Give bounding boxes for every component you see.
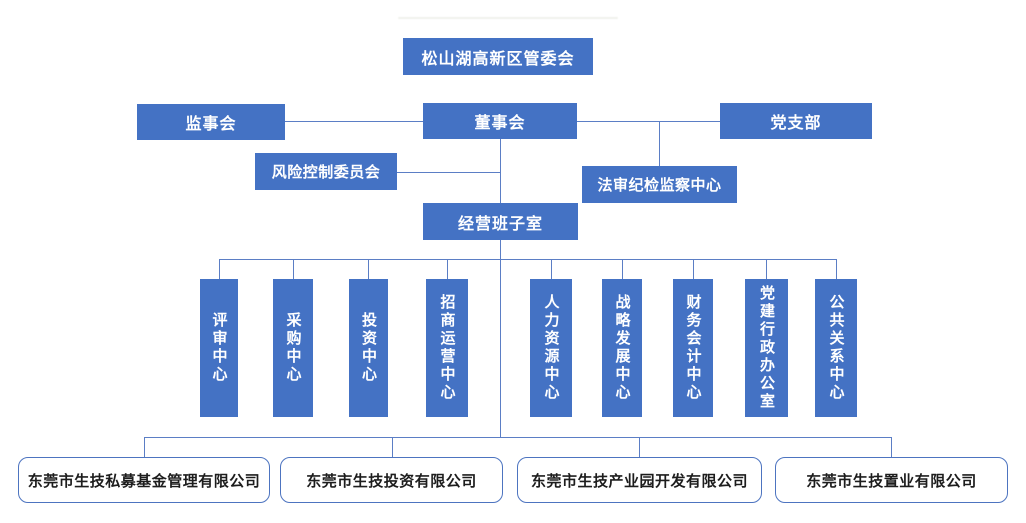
connector-drop-dept-1: [219, 259, 220, 279]
node-department-public-relations-center: 公共关系中心: [815, 279, 857, 417]
connector-management-to-bottom: [500, 240, 501, 437]
faded-artifact-line: [398, 17, 618, 19]
connector-drop-dept-7: [693, 259, 694, 279]
connector-subsidiaries-bus: [144, 437, 892, 438]
node-management-committee: 松山湖高新区管委会: [403, 38, 593, 75]
connector-drop-dept-8: [766, 259, 767, 279]
connector-drop-sub-4: [891, 437, 892, 457]
department-label: 评审中心: [210, 312, 228, 384]
subsidiary-label: 东莞市生技投资有限公司: [306, 472, 477, 490]
connector-drop-dept-4: [447, 259, 448, 279]
connector-board-to-management: [500, 139, 501, 203]
connector-drop-legal-center: [659, 121, 660, 166]
node-legal-discipline-center: 法审纪检监察中心: [582, 166, 737, 203]
node-risk-control-committee-label: 风险控制委员会: [271, 164, 381, 181]
node-party-branch: 党支部: [720, 103, 872, 139]
department-label: 投资中心: [360, 312, 377, 384]
node-department-merchants-operation-center: 招商运营中心: [426, 279, 468, 417]
department-label: 采购中心: [284, 312, 302, 384]
node-department-finance-accounting-center: 财务会计中心: [673, 279, 713, 417]
node-management-office: 经营班子室: [423, 203, 578, 240]
node-board-of-directors-label: 董事会: [474, 115, 526, 132]
node-department-party-admin-office: 党建行政办公室: [745, 279, 788, 417]
node-department-procurement-center: 采购中心: [273, 279, 313, 417]
node-department-review-center: 评审中心: [200, 279, 238, 417]
node-board-of-directors: 董事会: [423, 103, 577, 139]
subsidiary-label: 东莞市生技私募基金管理有限公司: [27, 472, 261, 490]
node-subsidiary-private-fund-management-co: 东莞市生技私募基金管理有限公司: [18, 457, 270, 503]
department-label: 招商运营中心: [438, 294, 456, 402]
department-label: 公共关系中心: [827, 294, 845, 402]
subsidiary-label: 东莞市生技置业有限公司: [806, 472, 977, 490]
node-management-office-label: 经营班子室: [457, 215, 543, 233]
node-supervisory-board-label: 监事会: [185, 116, 237, 133]
department-label: 战略发展中心: [613, 294, 631, 402]
department-label: 财务会计中心: [684, 294, 702, 402]
node-subsidiary-investment-co: 东莞市生技投资有限公司: [280, 457, 503, 503]
node-subsidiary-industrial-park-development-co: 东莞市生技产业园开发有限公司: [517, 457, 762, 503]
node-department-investment-center: 投资中心: [349, 279, 388, 417]
connector-departments-bus: [219, 259, 837, 260]
connector-drop-dept-2: [293, 259, 294, 279]
connector-supervisory-to-board: [285, 121, 423, 122]
node-department-hr-center: 人力资源中心: [530, 279, 572, 417]
department-label: 人力资源中心: [542, 294, 560, 402]
connector-risk-committee: [397, 172, 500, 173]
connector-drop-sub-2: [392, 437, 393, 457]
node-management-committee-label: 松山湖高新区管委会: [421, 50, 575, 68]
connector-drop-sub-3: [639, 437, 640, 457]
node-department-strategy-development-center: 战略发展中心: [602, 279, 642, 417]
subsidiary-label: 东莞市生技产业园开发有限公司: [530, 472, 748, 490]
node-supervisory-board: 监事会: [137, 104, 285, 140]
connector-drop-sub-1: [144, 437, 145, 457]
connector-drop-dept-5: [551, 259, 552, 279]
department-label: 党建行政办公室: [758, 285, 775, 411]
node-risk-control-committee: 风险控制委员会: [255, 153, 397, 190]
connector-drop-dept-9: [836, 259, 837, 279]
node-legal-discipline-center-label: 法审纪检监察中心: [597, 177, 722, 194]
node-party-branch-label: 党支部: [770, 115, 822, 132]
connector-board-to-party: [577, 121, 720, 122]
connector-drop-dept-6: [622, 259, 623, 279]
node-subsidiary-real-estate-co: 东莞市生技置业有限公司: [775, 457, 1008, 503]
connector-drop-dept-3: [368, 259, 369, 279]
